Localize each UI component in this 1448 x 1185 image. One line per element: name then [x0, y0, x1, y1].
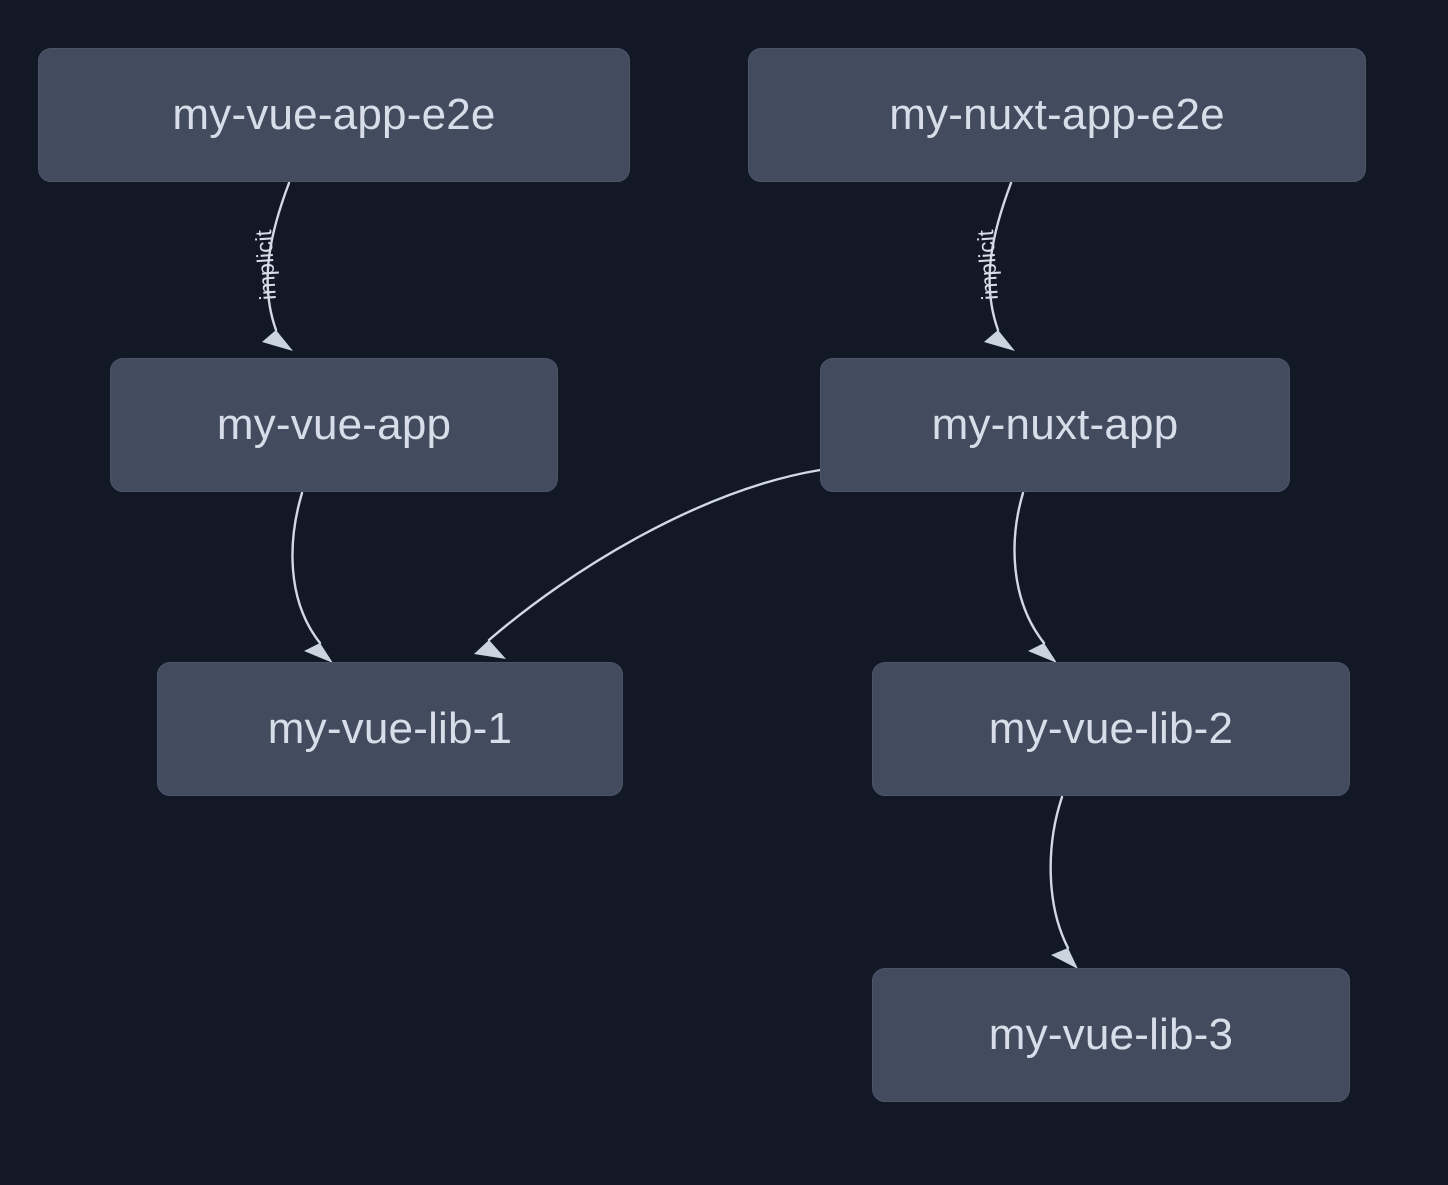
- graph-edge-my-vue-app-to-my-vue-lib-1: [291, 491, 333, 663]
- edges-group: [262, 181, 1078, 969]
- edge-arrowhead-icon: [1051, 948, 1078, 969]
- graph-node-label: my-vue-lib-2: [988, 704, 1234, 753]
- edge-arrowhead-icon: [984, 330, 1015, 351]
- graph-node-my-nuxt-app[interactable]: my-nuxt-app: [820, 358, 1290, 492]
- graph-node-label: my-nuxt-app-e2e: [889, 90, 1225, 139]
- edge-line: [1049, 795, 1070, 950]
- graph-node-my-vue-lib-3[interactable]: my-vue-lib-3: [872, 968, 1350, 1102]
- graph-node-my-vue-app-e2e[interactable]: my-vue-app-e2e: [38, 48, 630, 182]
- edge-line: [487, 468, 822, 642]
- edge-label-e2: implicit: [972, 229, 1003, 301]
- edge-line: [291, 491, 322, 645]
- graph-node-my-vue-lib-1[interactable]: my-vue-lib-1: [157, 662, 623, 796]
- edge-line: [1013, 491, 1046, 645]
- graph-edge-my-nuxt-app-to-my-vue-lib-2: [1013, 491, 1057, 663]
- graph-edge-my-nuxt-app-to-my-vue-lib-1: [474, 468, 822, 659]
- edge-arrowhead-icon: [1028, 643, 1057, 663]
- graph-node-label: my-vue-lib-3: [988, 1010, 1234, 1059]
- graph-node-label: my-vue-lib-1: [267, 704, 513, 753]
- graph-node-label: my-vue-app-e2e: [172, 90, 496, 139]
- edge-arrowhead-icon: [262, 330, 293, 351]
- graph-edge-my-vue-lib-2-to-my-vue-lib-3: [1049, 795, 1078, 969]
- graph-node-my-vue-lib-2[interactable]: my-vue-lib-2: [872, 662, 1350, 796]
- graph-node-my-vue-app[interactable]: my-vue-app: [110, 358, 558, 492]
- graph-node-my-nuxt-app-e2e[interactable]: my-nuxt-app-e2e: [748, 48, 1366, 182]
- edge-arrowhead-icon: [474, 640, 506, 659]
- edge-arrowhead-icon: [304, 643, 333, 663]
- graph-node-label: my-nuxt-app: [931, 400, 1179, 449]
- graph-node-label: my-vue-app: [216, 400, 452, 449]
- edge-label-e1: implicit: [250, 229, 281, 301]
